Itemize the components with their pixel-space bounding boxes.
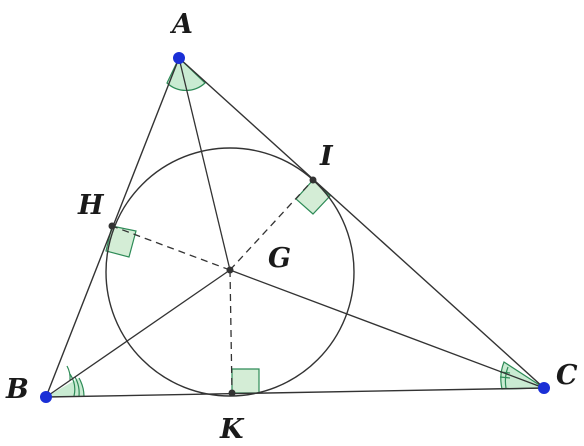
- label-K: K: [219, 414, 245, 445]
- point-H-dot: [108, 222, 116, 230]
- radius-GK: [229, 269, 233, 394]
- radius-GI: [229, 179, 314, 271]
- label-A: A: [169, 9, 193, 40]
- label-B: B: [5, 374, 29, 405]
- label-C: C: [556, 360, 578, 391]
- label-H: H: [77, 190, 105, 221]
- incircle: [105, 147, 355, 397]
- vertex-B-dot: [40, 391, 52, 403]
- side-AC: [178, 57, 545, 389]
- vertex-A-dot: [173, 52, 185, 64]
- bisector-BG: [45, 269, 231, 398]
- point-G-dot: [226, 266, 234, 274]
- right-angle-mark-I: [295, 179, 331, 215]
- right-angle-mark-K: [231, 368, 260, 394]
- side-BC: [45, 387, 545, 398]
- vertex-C-dot: [538, 382, 550, 394]
- label-G: G: [268, 243, 291, 274]
- angle-mark-B: [46, 365, 85, 397]
- bisector-CG: [229, 269, 545, 389]
- point-K-dot: [228, 389, 236, 397]
- label-I: I: [319, 141, 334, 172]
- point-I-dot: [309, 176, 317, 184]
- bisector-AG: [178, 57, 231, 271]
- radius-GH: [111, 225, 231, 271]
- right-angle-mark-H: [105, 225, 137, 258]
